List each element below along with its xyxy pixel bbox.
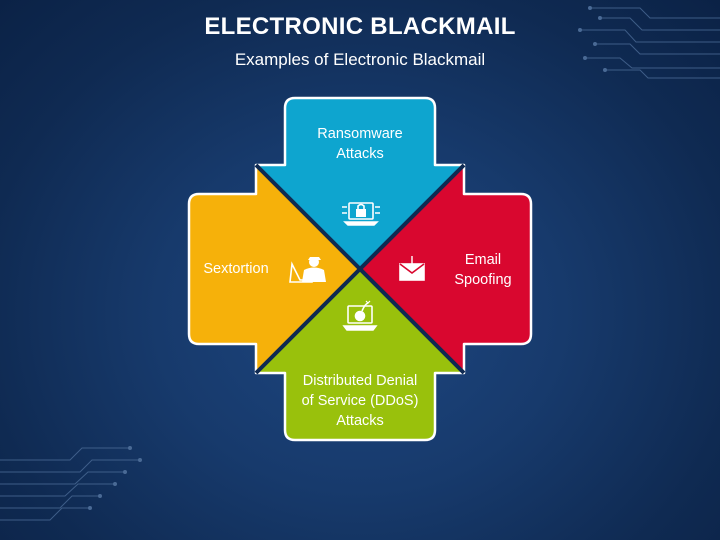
diagram-outline	[187, 96, 533, 442]
page-title: ELECTRONIC BLACKMAIL	[204, 13, 516, 40]
hacker-figure-icon	[289, 257, 326, 283]
label-ransomware-attacks: Ransomware Attacks	[285, 124, 435, 164]
laptop-dollar-lock-icon	[342, 202, 380, 226]
label-email-line2: Spoofing	[454, 272, 512, 288]
envelope-hook-icon	[399, 256, 425, 281]
label-ddos-line3: Attacks	[336, 413, 384, 429]
label-email-spoofing: Email Spoofing	[438, 250, 528, 290]
label-ddos-line1: Distributed Denial	[302, 373, 418, 389]
circuit-decoration-bottom-left	[0, 446, 142, 521]
segment-ddos-attacks	[256, 269, 464, 440]
label-sextortion: Sextortion	[193, 259, 279, 279]
circuit-decoration-top-right	[578, 6, 720, 79]
segment-ransomware-attacks	[256, 98, 464, 269]
label-ddos-line2: of Service (DDoS)	[301, 393, 419, 409]
laptop-bomb-icon	[342, 300, 378, 331]
label-ddos-attacks: Distributed Denial of Service (DDoS) Att…	[285, 371, 435, 431]
page-subtitle: Examples of Electronic Blackmail	[234, 50, 486, 69]
label-ransomware-line2: Attacks	[336, 146, 384, 162]
label-email-line1: Email	[464, 252, 502, 268]
segment-email-spoofing	[360, 165, 531, 373]
divider-diagonal-b	[254, 163, 466, 375]
segment-sextortion	[189, 165, 360, 373]
label-sextortion-line1: Sextortion	[203, 261, 269, 277]
label-ransomware-line1: Ransomware	[317, 126, 403, 142]
